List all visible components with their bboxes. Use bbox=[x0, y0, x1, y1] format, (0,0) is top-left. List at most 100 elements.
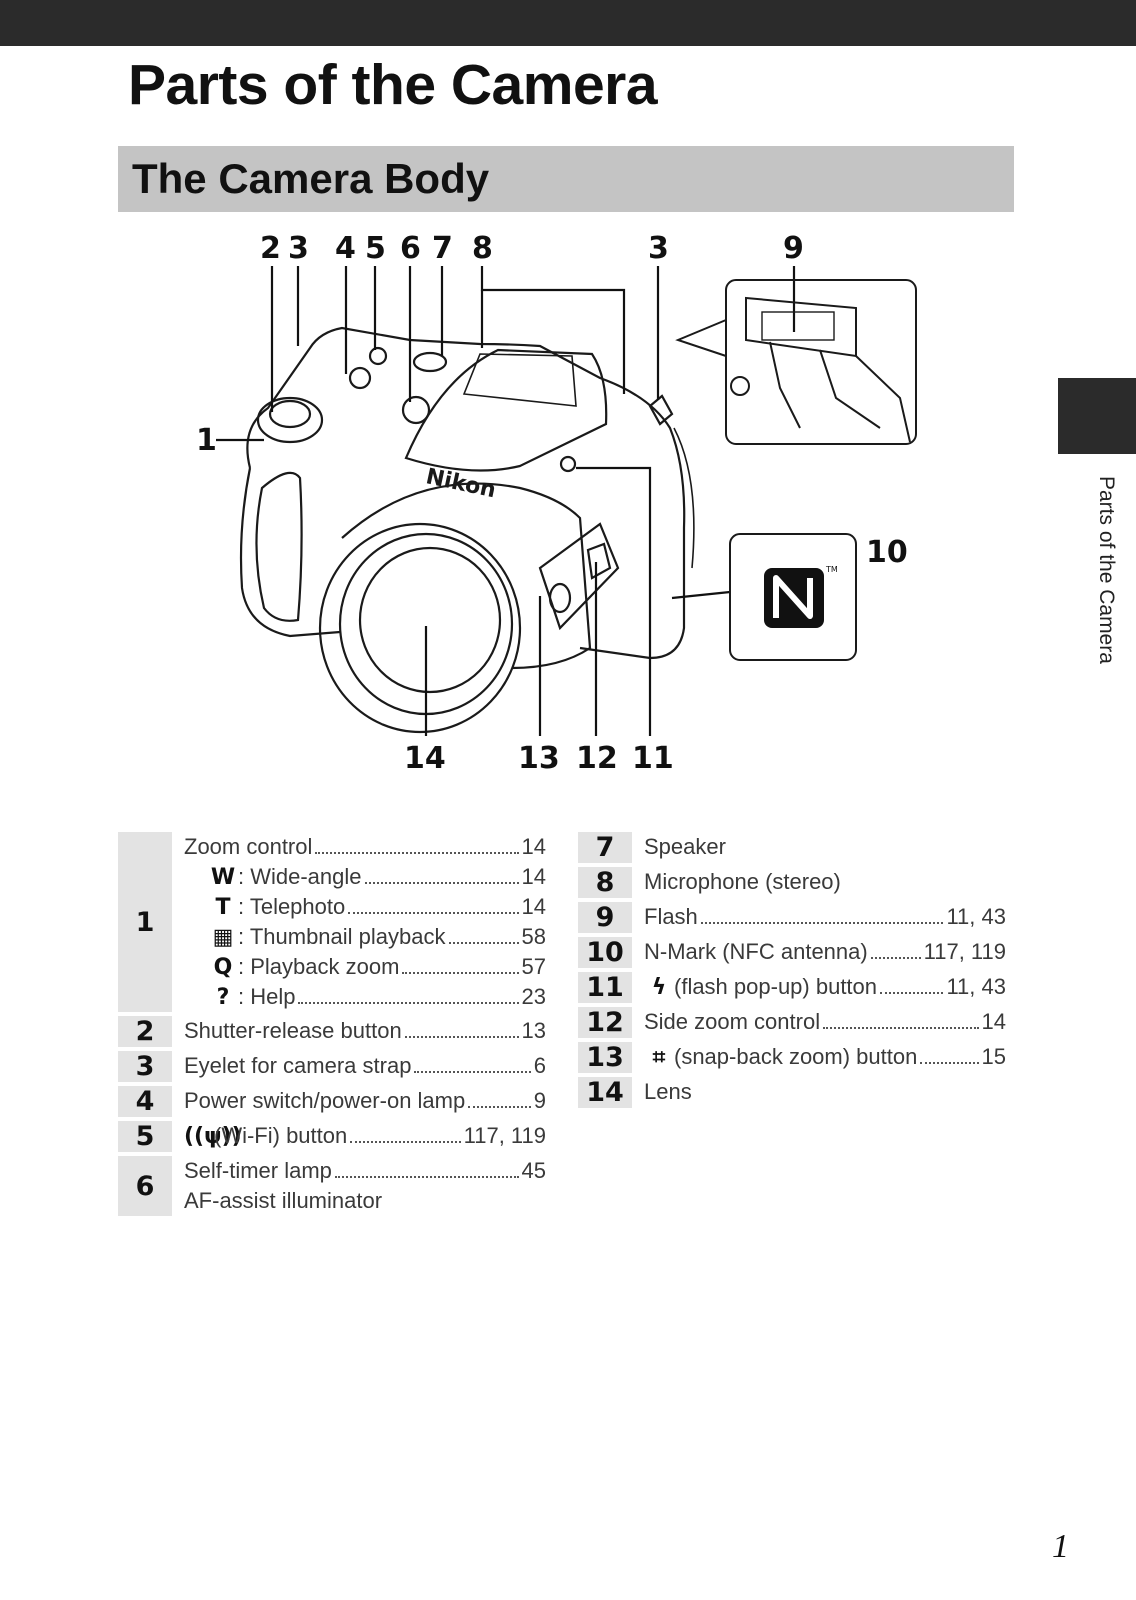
side-label: Parts of the Camera bbox=[1095, 476, 1118, 664]
legend-number: 14 bbox=[578, 1077, 632, 1108]
legend-line: T : Telephoto 14 bbox=[184, 892, 546, 922]
legend-text: : Thumbnail playback bbox=[238, 924, 446, 949]
page-reference: 6 bbox=[533, 1053, 546, 1078]
callout-5: 5 bbox=[365, 231, 386, 266]
legend-line: ▦: Thumbnail playback 58 bbox=[184, 922, 546, 952]
page-reference: 117, 119 bbox=[923, 939, 1006, 964]
legend-number: 7 bbox=[578, 832, 632, 863]
callout-13: 13 bbox=[518, 741, 560, 776]
page-reference: 57 bbox=[521, 954, 546, 979]
top-bar bbox=[0, 0, 1136, 46]
legend-description: Speaker bbox=[632, 832, 1006, 863]
legend-description: Eyelet for camera strap 6 bbox=[172, 1051, 546, 1082]
legend-symbol-icon: ((ψ)) bbox=[184, 1124, 242, 1149]
legend-text: : Playback zoom bbox=[238, 954, 400, 979]
nfc-mark-inset: TM bbox=[729, 533, 857, 661]
callout-9: 9 bbox=[783, 231, 804, 266]
legend-text: Microphone (stereo) bbox=[644, 869, 841, 894]
legend-text: : Help bbox=[238, 984, 296, 1009]
legend-text: : Wide-angle bbox=[238, 864, 362, 889]
legend-text: (flash pop-up) button bbox=[674, 974, 878, 999]
callout-10: 10 bbox=[866, 535, 908, 570]
leader-dots bbox=[448, 941, 519, 944]
legend-text: Side zoom control bbox=[644, 1009, 821, 1034]
page-title: Parts of the Camera bbox=[128, 53, 658, 117]
legend-number: 9 bbox=[578, 902, 632, 933]
legend-number: 6 bbox=[118, 1156, 172, 1216]
callout-2: 2 bbox=[260, 231, 281, 266]
legend-symbol-icon: W bbox=[210, 865, 236, 890]
callout-11: 11 bbox=[632, 741, 674, 776]
leader-dots bbox=[404, 1035, 519, 1038]
section-band bbox=[118, 146, 1014, 212]
legend-row: 10 N-Mark (NFC antenna) 117, 119 bbox=[578, 937, 1006, 968]
callout-12: 12 bbox=[576, 741, 618, 776]
legend-text: : Telephoto bbox=[238, 894, 346, 919]
leader-dots bbox=[364, 881, 519, 884]
legend-symbol-icon: T bbox=[215, 895, 231, 920]
flash-inset bbox=[675, 279, 917, 445]
callout-8: 8 bbox=[472, 231, 493, 266]
legend-number: 11 bbox=[578, 972, 632, 1003]
legend-text: AF-assist illuminator bbox=[184, 1188, 383, 1213]
legend-number: 1 bbox=[118, 832, 172, 1012]
section-title: The Camera Body bbox=[132, 155, 490, 202]
legend-text: N-Mark (NFC antenna) bbox=[644, 939, 868, 964]
page-number: 1 bbox=[1052, 1528, 1069, 1565]
leader-dots bbox=[315, 851, 519, 854]
legend-description: N-Mark (NFC antenna) 117, 119 bbox=[632, 937, 1006, 968]
page-reference: 15 bbox=[981, 1044, 1006, 1069]
page-reference: 45 bbox=[521, 1158, 546, 1183]
legend-number: 8 bbox=[578, 867, 632, 898]
page-reference: 13 bbox=[521, 1018, 546, 1043]
leader-dots bbox=[468, 1105, 531, 1108]
legend-number: 4 bbox=[118, 1086, 172, 1117]
leader-dots bbox=[334, 1175, 519, 1178]
legend-description: Lens bbox=[632, 1077, 1006, 1108]
callout-4: 4 bbox=[335, 231, 356, 266]
page-reference: 11, 43 bbox=[946, 904, 1006, 929]
camera-drawing bbox=[239, 326, 695, 734]
nfc-tm: TM bbox=[825, 565, 838, 574]
legend-text: Shutter-release button bbox=[184, 1018, 402, 1043]
page-reference: 117, 119 bbox=[463, 1123, 546, 1148]
callout-3: 3 bbox=[288, 231, 309, 266]
legend-text: (snap-back zoom) button bbox=[674, 1044, 918, 1069]
page-reference: 14 bbox=[521, 894, 546, 919]
legend-line: Flash 11, 43 bbox=[644, 902, 1006, 932]
legend-line: Eyelet for camera strap 6 bbox=[184, 1051, 546, 1081]
camera-diagram: 2 3 4 5 6 7 8 3 9 1 10 14 13 12 11 bbox=[196, 231, 917, 776]
page-reference: 14 bbox=[521, 864, 546, 889]
page-reference: 58 bbox=[521, 924, 546, 949]
legend-description: Shutter-release button 13 bbox=[172, 1016, 546, 1047]
legend-symbol-icon: ▦ bbox=[212, 925, 234, 950]
leader-dots bbox=[880, 991, 944, 994]
legend-line: N-Mark (NFC antenna) 117, 119 bbox=[644, 937, 1006, 967]
legend-text: Eyelet for camera strap bbox=[184, 1053, 412, 1078]
legend-number: 2 bbox=[118, 1016, 172, 1047]
leader-dots bbox=[350, 1140, 461, 1143]
legend-row: 2 Shutter-release button 13 bbox=[118, 1016, 546, 1047]
legend-number: 10 bbox=[578, 937, 632, 968]
legend-text: Flash bbox=[644, 904, 698, 929]
page-reference: 14 bbox=[521, 834, 546, 859]
